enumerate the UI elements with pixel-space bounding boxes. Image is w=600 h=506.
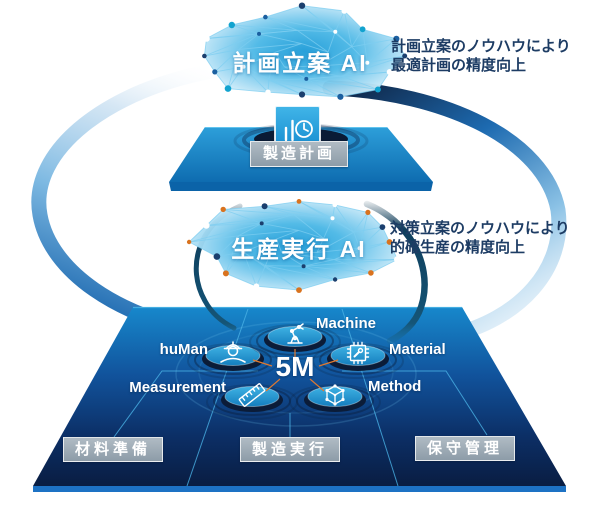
- five-m-label: 5M: [275, 351, 315, 382]
- planning-ai-cloud: [202, 2, 408, 100]
- planning-note: 計画立案のノウハウにより 最適計画の精度向上: [391, 37, 571, 75]
- process-box-material-prep: 材料準備: [63, 437, 163, 462]
- execution-note: 対策立案のノウハウにより 的確生産の精度向上: [390, 219, 570, 257]
- cube-icon: [325, 384, 345, 406]
- pod-material: [312, 341, 404, 379]
- pod-label-material: Material: [389, 341, 446, 358]
- chip-icon: [346, 341, 370, 365]
- orange-connector-lines: [252, 349, 339, 392]
- planning-ai-title: 計画立案 AI: [232, 50, 368, 76]
- pod-label-measurement: Measurement: [129, 379, 226, 396]
- robot-arm-icon: [287, 323, 304, 344]
- execution-note-line2: 的確生産の精度向上: [390, 239, 526, 256]
- execution-note-line1: 対策立案のノウハウにより: [390, 220, 570, 237]
- worker-icon: [220, 341, 246, 363]
- execution-ai-title: 生産実行 AI: [231, 236, 367, 262]
- process-box-manufacturing-exec: 製造実行: [240, 437, 340, 462]
- pod-method: [289, 384, 381, 420]
- pod-human: [187, 341, 279, 379]
- pod-machine: [249, 323, 341, 360]
- planning-note-line2: 最適計画の精度向上: [391, 57, 527, 74]
- plan-platform: [169, 105, 433, 191]
- pod-label-method: Method: [368, 378, 422, 395]
- plan-platform-label: 製造計画: [250, 141, 348, 167]
- ruler-icon: [238, 383, 266, 407]
- process-box-maintenance: 保守管理: [415, 436, 515, 461]
- pod-label-machine: Machine: [316, 315, 377, 332]
- pod-label-human: huMan: [159, 341, 208, 358]
- cycle-swoosh-right: [322, 80, 567, 344]
- platform-divider-lines: [113, 308, 488, 487]
- pod-measurement: [206, 383, 298, 420]
- execution-ai-cloud: [186, 199, 401, 293]
- planning-note-line1: 計画立案のノウハウにより: [391, 38, 571, 55]
- chart-clock-icon: [274, 105, 321, 152]
- cycle-swoosh-left: [31, 62, 226, 340]
